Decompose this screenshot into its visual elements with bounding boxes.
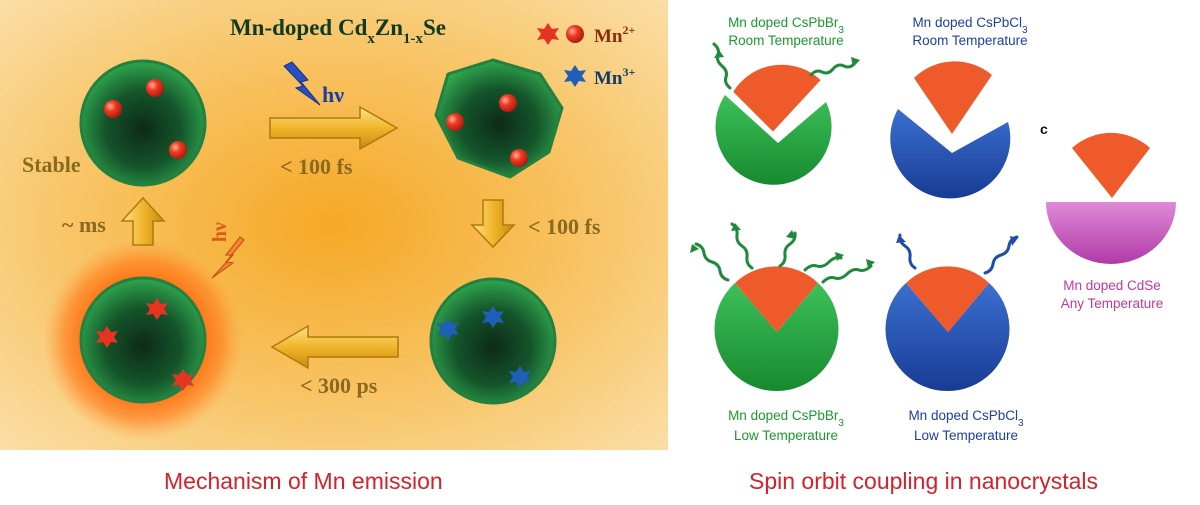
item-5-label: Mn doped CdSe: [1063, 278, 1161, 293]
label-t-right: < 100 fs: [280, 154, 353, 179]
mn3-star: [482, 306, 504, 328]
item-4-label: Mn doped CsPbCl3: [908, 408, 1024, 429]
lightning-blue-icon: [283, 61, 321, 106]
wave-lt-5: [821, 264, 873, 284]
mn2-dot: [104, 100, 122, 118]
pie-green-rt: [715, 95, 832, 185]
mn3-star: [437, 318, 459, 340]
caption-spin-orbit: Spin orbit coupling in nanocrystals: [749, 468, 1099, 494]
arrow-left: [270, 324, 399, 370]
pie-green-lt: [714, 283, 839, 392]
pie-blue-rt: [890, 109, 1011, 199]
wave-lt-4: [803, 256, 843, 272]
label-hv-top: hν: [322, 82, 344, 107]
legend: Mn2+ Mn3+: [537, 23, 636, 89]
item-3-temp: Low Temperature: [734, 428, 838, 443]
legend-mn3: Mn3+: [594, 65, 636, 89]
mn2-star-icon: [537, 23, 559, 45]
wedge-orange-rt-green: [730, 62, 824, 135]
mn2-star: [146, 298, 168, 320]
wave-lt-2: [730, 222, 754, 270]
caption-mechanism: Mechanism of Mn emission: [164, 468, 443, 494]
label-t-down: < 100 fs: [528, 214, 601, 239]
nanocrystal-stable: [79, 59, 207, 187]
label-t-up: ~ ms: [62, 212, 106, 237]
item-3-label: Mn doped CsPbBr3: [728, 408, 844, 429]
mn2-dot: [499, 94, 517, 112]
wave-blue-right: [983, 235, 1019, 275]
mn3-star-icon: [564, 65, 586, 87]
wedge-orange-rt-blue: [914, 61, 992, 134]
item-2-temp: Room Temperature: [912, 33, 1027, 48]
emission-waves-blue: [898, 233, 1019, 275]
lightning-orange-icon: [211, 236, 245, 279]
wave-rt-left: [712, 42, 732, 90]
spin-orbit-panel: Mn doped CsPbBr3 Room Temperature Mn dop…: [690, 15, 1176, 443]
mn3-star: [509, 366, 531, 388]
wedge-orange-lt-green: [735, 266, 818, 332]
arrow-up: [120, 196, 166, 246]
nanocrystal-excited: [434, 58, 564, 179]
mn2-dot: [146, 79, 164, 97]
mn2-dot: [510, 149, 528, 167]
wedge-orange-lt-blue: [906, 266, 989, 332]
bowl-magenta-cdse: [1046, 202, 1176, 264]
nanocrystal-emitting: [43, 240, 243, 440]
wave-rt-right: [809, 61, 857, 77]
wedge-orange-cdse: [1072, 132, 1150, 198]
item-1-label: Mn doped CsPbBr3: [728, 15, 844, 36]
mechanism-title: Mn-doped CdxZn1-xSe: [230, 15, 446, 47]
wave-arrowheads: [690, 50, 1018, 268]
arrow-right: [269, 105, 399, 151]
mechanism-panel: Mn-doped CdxZn1-xSe Mn2+ Mn3+ Stable hν: [0, 0, 668, 450]
pie-blue-lt: [885, 283, 1010, 392]
mn2-dot: [446, 113, 464, 131]
label-t-left: < 300 ps: [300, 373, 378, 398]
item-4-temp: Low Temperature: [914, 428, 1018, 443]
mn2-star: [96, 326, 118, 348]
item-2-label: Mn doped CsPbCl3: [912, 15, 1028, 36]
label-stable: Stable: [22, 152, 81, 177]
wave-lt-1: [694, 242, 730, 282]
mn2-star: [172, 369, 194, 391]
item-5-temp: Any Temperature: [1061, 296, 1164, 311]
item-1-temp: Room Temperature: [728, 33, 843, 48]
arrow-down: [470, 199, 516, 249]
mn2-dot: [169, 141, 187, 159]
label-hv-left: hν: [209, 222, 231, 242]
mn2-dot-icon: [566, 25, 584, 43]
legend-mn2: Mn2+: [594, 23, 636, 47]
panel-letter-c: c: [1040, 121, 1048, 137]
wave-lt-3: [778, 231, 797, 268]
emission-waves-green: [694, 42, 873, 284]
nanocrystal-mn3: [429, 277, 557, 405]
